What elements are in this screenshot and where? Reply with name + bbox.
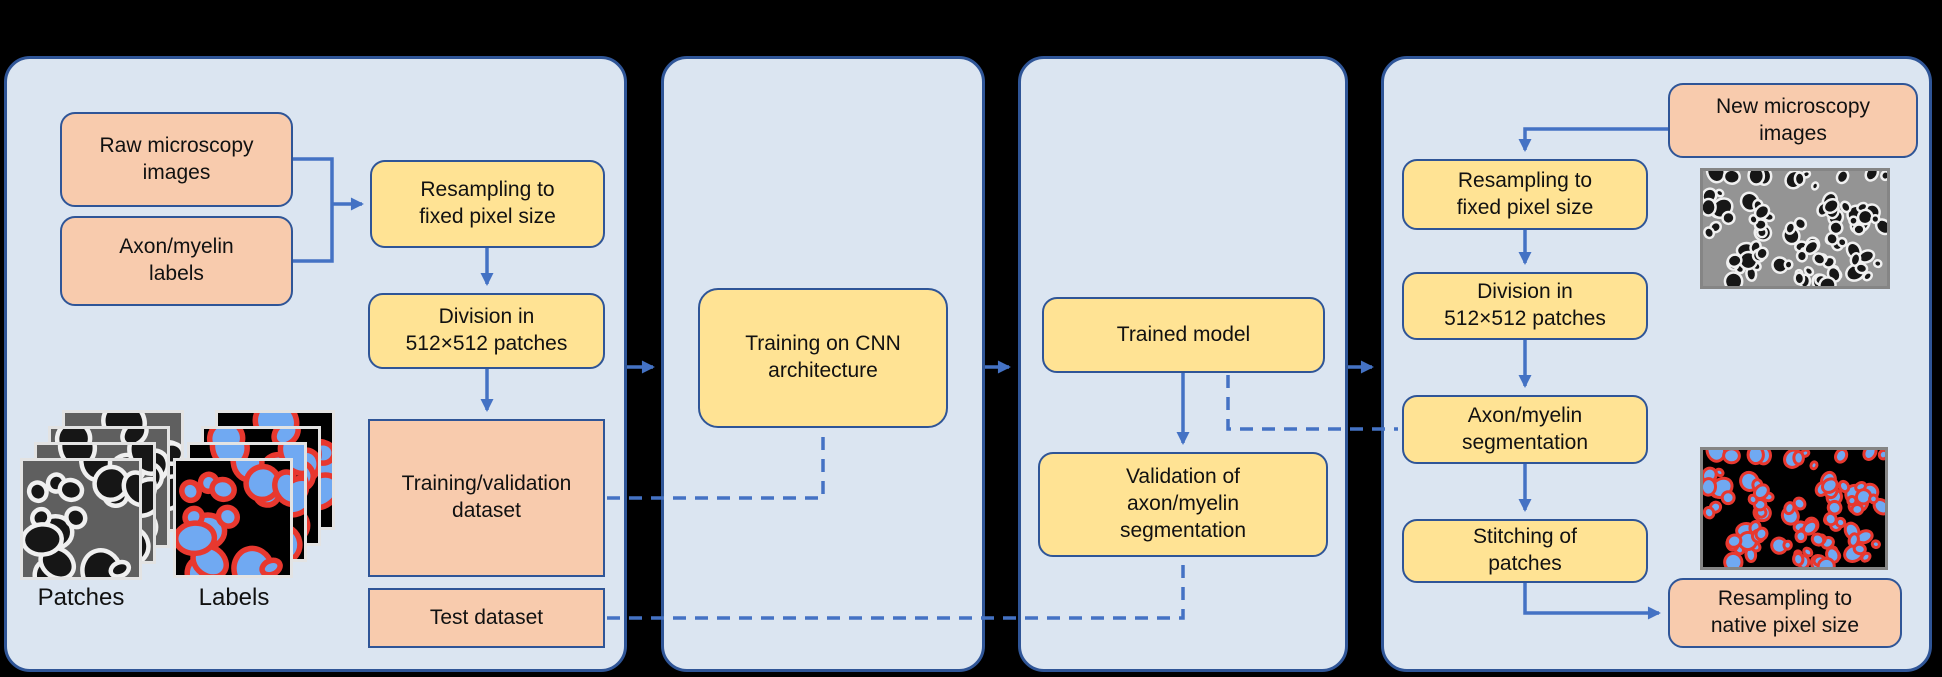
validation-label: Validation of axon/myelin segmentation xyxy=(1119,465,1247,542)
trained-model-box: Trained model xyxy=(1042,297,1325,373)
raw-microscopy-images-box: Raw microscopy images xyxy=(60,112,293,207)
segmentation-thumbnail xyxy=(1700,447,1888,570)
axon-myelin-segmentation-label: Axon/myelin segmentation xyxy=(1461,403,1589,454)
training-cnn-box: Training on CNN architecture xyxy=(698,288,948,428)
training-validation-dataset-box: Training/validation dataset xyxy=(368,419,605,577)
division-patches-box-2: Division in 512×512 patches xyxy=(1402,272,1648,340)
training-validation-dataset-label: Training/validation dataset xyxy=(401,472,572,522)
resampling-native-box: Resampling to native pixel size xyxy=(1668,578,1902,648)
new-microscopy-images-box: New microscopy images xyxy=(1668,83,1918,158)
new-microscopy-images-label: New microscopy images xyxy=(1715,94,1871,145)
axon-myelin-labels-box: Axon/myelin labels xyxy=(60,216,293,306)
division-patches-box-1: Division in 512×512 patches xyxy=(368,293,605,369)
validation-box: Validation of axon/myelin segmentation xyxy=(1038,452,1328,557)
patches-image-stack xyxy=(20,458,142,580)
stitching-patches-box: Stitching of patches xyxy=(1402,519,1648,583)
patches-caption: Patches xyxy=(37,584,125,611)
division-patches-label-1: Division in 512×512 patches xyxy=(405,305,568,355)
division-patches-label-2: Division in 512×512 patches xyxy=(1444,280,1606,330)
raw-microscopy-images-label: Raw microscopy images xyxy=(99,133,254,184)
resampling-fixed-label-2: Resampling to fixed pixel size xyxy=(1456,168,1594,219)
test-dataset-label: Test dataset xyxy=(429,605,544,629)
test-dataset-box: Test dataset xyxy=(368,588,605,648)
axon-myelin-segmentation-box: Axon/myelin segmentation xyxy=(1402,395,1648,464)
resampling-fixed-box-2: Resampling to fixed pixel size xyxy=(1402,159,1648,230)
microscopy-thumbnail xyxy=(1700,168,1890,289)
labels-image-stack xyxy=(173,458,293,578)
resampling-fixed-box-1: Resampling to fixed pixel size xyxy=(370,160,605,248)
stitching-patches-label: Stitching of patches xyxy=(1473,525,1577,575)
trained-model-label: Trained model xyxy=(1116,322,1251,346)
training-cnn-label: Training on CNN architecture xyxy=(745,332,901,382)
resampling-native-label: Resampling to native pixel size xyxy=(1710,587,1860,637)
axon-myelin-labels-label: Axon/myelin labels xyxy=(119,235,234,285)
labels-caption: Labels xyxy=(198,584,270,611)
resampling-fixed-label-1: Resampling to fixed pixel size xyxy=(419,178,556,228)
